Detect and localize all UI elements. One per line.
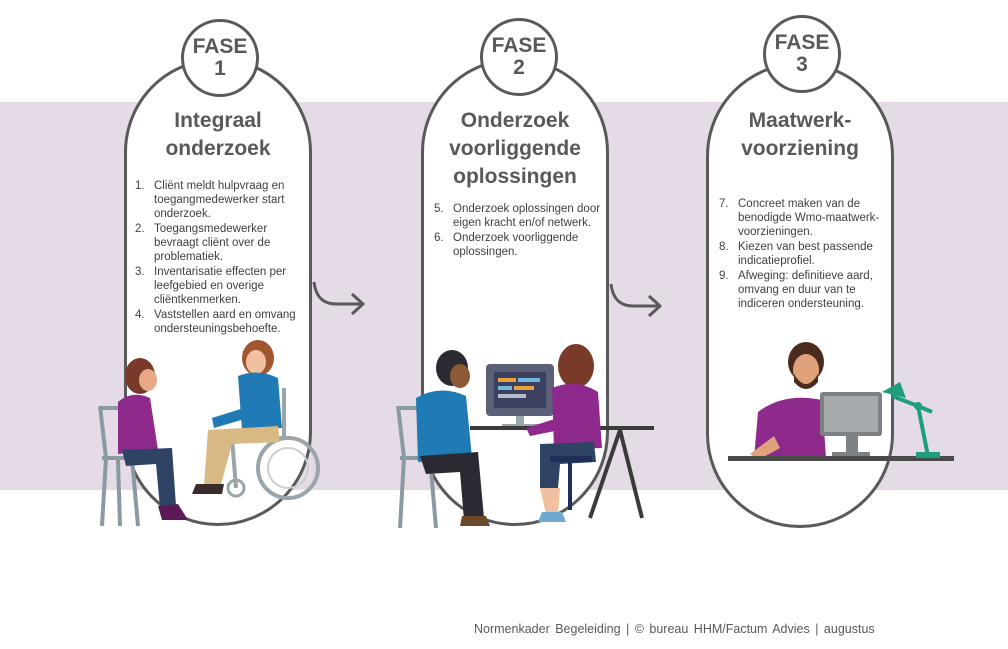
phase-2-badge: FASE 2: [480, 18, 558, 96]
step-item: 2. Toegangsmedewerker bevraagt cliënt ove…: [135, 222, 307, 264]
step-text: Concreet maken van de benodigde Wmo-maat…: [738, 198, 880, 238]
man-caseworker-icon: [750, 342, 826, 460]
step-number: 4.: [135, 309, 145, 321]
phase-2-badge-label: FASE: [491, 34, 547, 57]
woman-wheelchair-icon: [192, 340, 282, 494]
phase-1-card: Integraal onderzoek 1. Cliënt meldt hulpv…: [124, 58, 312, 526]
phase-3-step-list: 7. Concreet maken van de benodigde Wmo-ma…: [719, 197, 887, 312]
phase-3-badge-number: 3: [796, 53, 808, 76]
arrow-right-icon: [609, 283, 662, 318]
phase-2-badge-number: 2: [513, 56, 525, 79]
chair-icon: [98, 405, 140, 527]
step-item: 4. Vaststellen aard en omvang ondersteuni…: [135, 308, 307, 336]
phase-2-title-line-2: voorliggende: [449, 137, 581, 160]
step-text: Kiezen van best passende indicatieprofie…: [738, 241, 873, 267]
step-text: Afweging: definitieve aard, omvang en du…: [738, 270, 873, 310]
phase-3-title: Maatwerk- voorziening: [709, 107, 891, 163]
step-number: 5.: [434, 203, 444, 215]
phase-2-title-line-1: Onderzoek: [460, 109, 570, 132]
step-item: 5. Onderzoek oplossingen door eigen krach…: [434, 202, 602, 230]
step-text: Vaststellen aard en omvang ondersteuning…: [154, 309, 296, 335]
step-item: 9. Afweging: definitieve aard, omvang en …: [719, 269, 887, 311]
desk-lamp-icon: [882, 382, 940, 458]
step-text: Onderzoek oplossingen door eigen kracht …: [453, 203, 601, 229]
scene-3-illustration: [728, 342, 954, 461]
phase-3-card: Maatwerk- voorziening 7. Concreet maken v…: [706, 62, 894, 528]
step-text: Cliënt meldt hulpvraag en toegangmedewer…: [154, 180, 285, 220]
phase-3-title-line-1: Maatwerk-: [748, 109, 852, 132]
scene-2-illustration: [396, 344, 654, 529]
step-number: 3.: [135, 266, 145, 278]
phase-1-title-line-2: onderzoek: [165, 137, 271, 160]
desk-icon: [728, 456, 954, 461]
phase-3-badge: FASE 3: [763, 15, 841, 93]
phase-2-title: Onderzoek voorliggende oplossingen: [424, 107, 606, 191]
woman-client-icon: [526, 344, 602, 522]
step-text: Toegangsmedewerker bevraagt cliënt over …: [154, 223, 271, 263]
phase-3-badge-label: FASE: [774, 31, 830, 54]
step-number: 8.: [719, 241, 729, 253]
phase-2-title-line-3: oplossingen: [453, 165, 577, 188]
phase-2-step-list: 5. Onderzoek oplossingen door eigen krach…: [434, 202, 602, 260]
phase-1-step-list: 1. Cliënt meldt hulpvraag en toegangmedew…: [135, 179, 307, 337]
phase-3-title-line-2: voorziening: [741, 137, 859, 160]
phase-1-title: Integraal onderzoek: [127, 107, 309, 163]
step-number: 1.: [135, 180, 145, 192]
arrow-right-icon: [312, 281, 365, 316]
step-item: 3. Inventarisatie effecten per leefgebied…: [135, 265, 307, 307]
scene-1-illustration: [98, 340, 320, 527]
step-number: 9.: [719, 270, 729, 282]
phase-1-badge: FASE 1: [181, 19, 259, 97]
footer-credits: Normenkader Begeleiding | © bureau HHM/F…: [474, 622, 875, 636]
phase-1-badge-label: FASE: [192, 35, 248, 58]
step-item: 8. Kiezen van best passende indicatieprof…: [719, 240, 887, 268]
man-caseworker-icon: [416, 350, 490, 526]
step-number: 6.: [434, 232, 444, 244]
step-text: Onderzoek voorliggende oplossingen.: [453, 232, 579, 258]
step-item: 7. Concreet maken van de benodigde Wmo-ma…: [719, 197, 887, 239]
step-text: Inventarisatie effecten per leefgebied e…: [154, 266, 287, 306]
step-number: 7.: [719, 198, 729, 210]
step-number: 2.: [135, 223, 145, 235]
phase-1-badge-number: 1: [214, 57, 226, 80]
woman-client-icon: [118, 358, 188, 520]
step-item: 1. Cliënt meldt hulpvraag en toegangmedew…: [135, 179, 307, 221]
step-item: 6. Onderzoek voorliggende oplossingen.: [434, 231, 602, 259]
monitor-icon: [820, 392, 882, 456]
monitor-icon: [486, 364, 554, 428]
phase-1-title-line-1: Integraal: [174, 109, 262, 132]
